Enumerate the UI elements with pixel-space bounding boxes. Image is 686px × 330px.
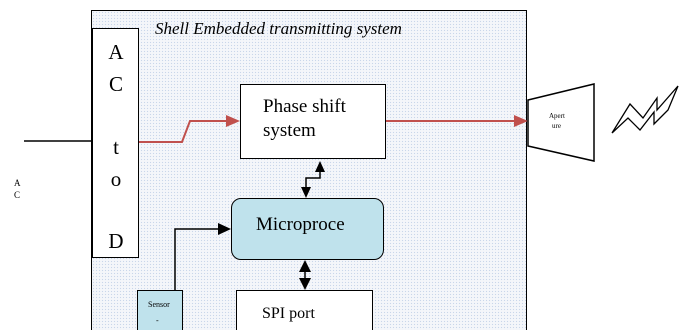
aperture-horn-icon — [527, 83, 595, 162]
phase-micro-link — [305, 170, 321, 189]
phase-shift-block — [240, 84, 386, 159]
ac-input-label-2: C — [14, 190, 21, 200]
phase-shift-label-2: system — [263, 120, 316, 141]
micro-spi-arrowhead-down — [299, 278, 311, 290]
aperture-label-2: ure — [552, 122, 561, 130]
adc-char-1: A — [108, 40, 124, 64]
phase-to-aperture-arrowhead — [514, 115, 528, 127]
system-title: Shell Embedded transmitting system — [155, 19, 402, 38]
adc-char-5: D — [108, 229, 124, 253]
sensor-label: Sensor — [148, 300, 170, 309]
ac-to-d-block — [92, 28, 139, 258]
phase-micro-arrowhead-down — [301, 187, 311, 198]
adc-to-phase-arrowhead — [226, 115, 240, 127]
ac-input-label-1: A — [14, 178, 21, 188]
sensor-dash: - — [156, 316, 159, 325]
adc-char-3: t — [113, 135, 119, 159]
sensor-block — [137, 290, 183, 330]
microprocessor-label: Microproce — [256, 214, 345, 235]
microprocessor-block — [231, 198, 384, 260]
spi-port-block — [236, 290, 373, 330]
phase-shift-label-1: Phase shift — [263, 96, 346, 117]
adc-to-phase-arrow — [139, 120, 228, 143]
adc-char-2: C — [108, 72, 123, 96]
sensor-to-micro-arrowhead — [218, 223, 231, 235]
aperture-label-1: Apert — [549, 112, 565, 120]
micro-spi-arrowhead-up — [299, 260, 311, 272]
spi-port-label: SPI port — [262, 305, 315, 322]
shell-system-frame — [91, 10, 527, 330]
lightning-bolt-icon — [611, 85, 679, 134]
adc-char-4: o — [110, 167, 122, 191]
phase-micro-arrowhead-up — [315, 161, 325, 172]
sensor-to-micro-line — [174, 228, 219, 290]
